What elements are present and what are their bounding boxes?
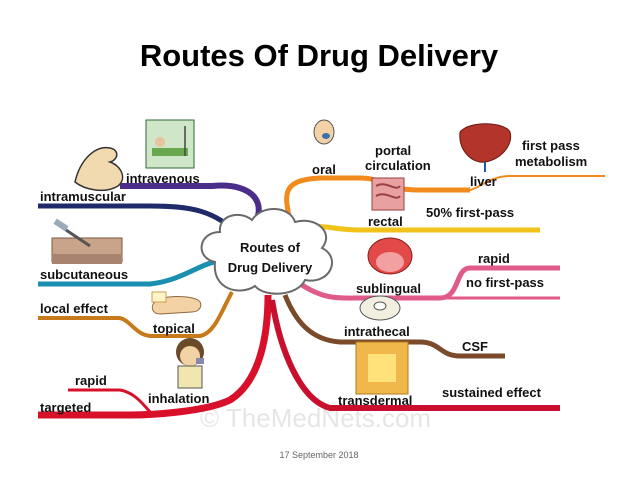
label-circulation: circulation <box>365 158 431 173</box>
hospital-bed-icon <box>145 119 195 169</box>
label-rectal: rectal <box>368 214 403 229</box>
label-intramuscular: intramuscular <box>40 189 126 204</box>
inhaler-person-icon <box>176 338 204 389</box>
label-metabolism: metabolism <box>515 154 587 169</box>
label-inhalation: inhalation <box>148 391 209 406</box>
liver-icon <box>459 123 512 172</box>
center-cloud: Routes of Drug Delivery <box>200 208 334 295</box>
hand-cream-icon <box>151 291 202 315</box>
branch-transdermal <box>269 299 560 411</box>
footer-date: 17 September 2018 <box>279 450 359 460</box>
branch-intrathecal <box>282 294 505 359</box>
label-intrathecal: intrathecal <box>344 324 410 339</box>
label-sustained-effect: sustained effect <box>442 385 542 400</box>
label-sublingual: sublingual <box>356 281 421 296</box>
label-portal: portal <box>375 143 411 158</box>
center-label-line2: Drug Delivery <box>228 260 313 275</box>
label-csf: CSF <box>462 339 488 354</box>
vertebra-icon <box>359 295 401 321</box>
branch-first-pass <box>469 175 605 191</box>
label-local-effect: local effect <box>40 301 109 316</box>
label-topical: topical <box>153 321 195 336</box>
slide-title: Routes Of Drug Delivery <box>139 38 499 73</box>
label-targeted: targeted <box>40 400 91 415</box>
label-50-first-pass: 50% first-pass <box>426 205 514 220</box>
label-rapid-right: rapid <box>478 251 510 266</box>
label-no-first-pass: no first-pass <box>466 275 544 290</box>
tongue-icon <box>367 237 413 275</box>
skin-patch-icon <box>355 341 409 395</box>
label-subcutaneous: subcutaneous <box>40 267 128 282</box>
label-intravenous: intravenous <box>126 171 200 186</box>
branch-rapid-left <box>68 388 152 413</box>
mouth-pill-icon <box>313 119 335 145</box>
label-rapid-left: rapid <box>75 373 107 388</box>
center-label-line1: Routes of <box>240 240 301 255</box>
label-transdermal: transdermal <box>338 393 412 408</box>
branch-topical <box>38 291 234 338</box>
syringe-skin-icon <box>51 218 123 264</box>
branch-rectal <box>299 223 540 233</box>
label-oral: oral <box>312 162 336 177</box>
branch-inhalation <box>38 294 272 419</box>
muscle-arm-icon <box>74 146 124 192</box>
label-liver: liver <box>470 174 497 189</box>
label-first-pass: first pass <box>522 138 580 153</box>
intestine-icon <box>371 177 405 211</box>
